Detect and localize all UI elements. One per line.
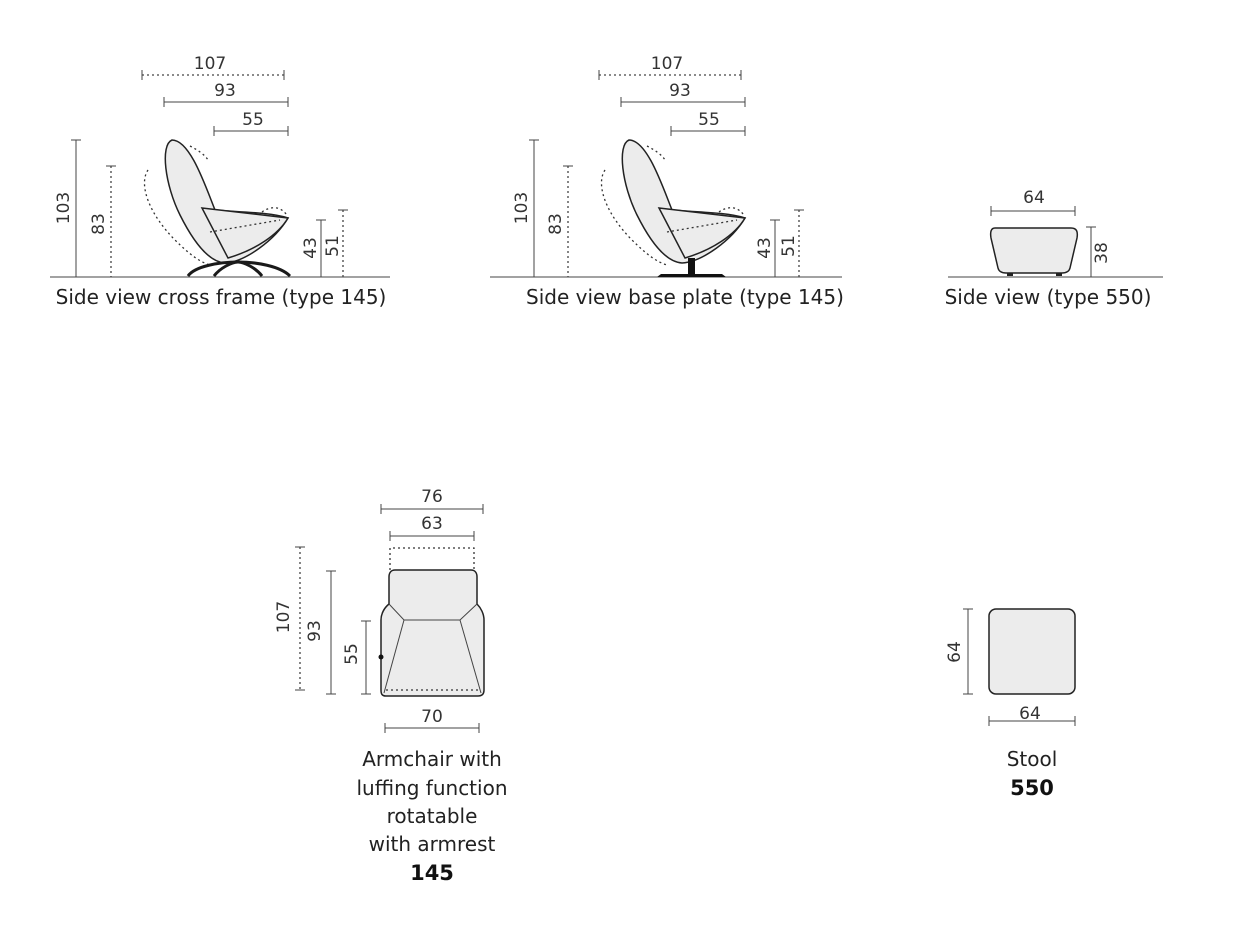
side-view-stool: 64 38 Side view (type 550)	[945, 188, 1163, 309]
armchair-top-view: 76 63 70 107 93 55 Armchair with luffing…	[274, 487, 508, 885]
armchair-outline	[380, 569, 485, 697]
side-view-base-plate: 107 93 55 103 83 43 51 Side view base pl…	[490, 54, 844, 309]
caption-line-4: with armrest	[369, 832, 496, 856]
stool-body	[989, 227, 1079, 274]
dim-label-51: 51	[779, 235, 799, 257]
dim-label-55: 55	[242, 110, 264, 130]
dim-label-107: 107	[651, 54, 683, 74]
dim-label-43: 43	[301, 237, 321, 259]
side-view-cross-frame: 107 93 55 103 83 43 51 Side view cross f…	[50, 54, 390, 309]
dim-label-55: 55	[342, 643, 362, 665]
dim-label-64: 64	[1023, 188, 1045, 208]
caption-line-2: luffing function	[357, 776, 508, 800]
reclined-back-outline	[143, 169, 211, 266]
swivel-column	[688, 258, 695, 276]
dim-label-38: 38	[1092, 242, 1112, 264]
dim-label-76: 76	[421, 487, 443, 507]
dim-label-51: 51	[323, 235, 343, 257]
caption-line-1: Armchair with	[362, 747, 502, 771]
seat-cushion	[657, 207, 747, 259]
caption-line-3: rotatable	[387, 804, 478, 828]
cross-frame-base	[186, 260, 292, 278]
model-number-145: 145	[410, 861, 454, 885]
seat-cushion	[200, 207, 290, 259]
dim-label-70: 70	[421, 707, 443, 727]
dim-label-83: 83	[89, 213, 109, 235]
dim-label-107: 107	[274, 601, 294, 633]
dim-label-83: 83	[546, 213, 566, 235]
dim-label-93: 93	[669, 81, 691, 101]
stool-foot	[1056, 273, 1062, 276]
dim-label-107: 107	[194, 54, 226, 74]
base-plate	[657, 274, 726, 277]
caption-base-plate: Side view base plate (type 145)	[526, 285, 844, 309]
dim-label-43: 43	[755, 237, 775, 259]
recline-lever	[378, 654, 384, 660]
caption-cross-frame: Side view cross frame (type 145)	[56, 285, 387, 309]
dim-label-55: 55	[698, 110, 720, 130]
dim-label-93: 93	[305, 620, 325, 642]
reclined-back-outline	[600, 169, 668, 266]
dim-label-64-vertical: 64	[945, 641, 965, 663]
model-number-550: 550	[1010, 776, 1054, 800]
dim-label-63: 63	[421, 514, 443, 534]
dim-label-103: 103	[54, 192, 74, 224]
stool-top-outline	[988, 608, 1076, 695]
seat-edge	[388, 603, 478, 621]
reclined-outline	[389, 547, 475, 570]
dim-label-64-horizontal: 64	[1019, 704, 1041, 724]
dim-label-93: 93	[214, 81, 236, 101]
caption-stool-side: Side view (type 550)	[945, 285, 1152, 309]
stool-foot	[1007, 273, 1013, 276]
caption-stool: Stool	[1007, 747, 1058, 771]
stool-top-view: 64 64 Stool 550	[945, 608, 1076, 800]
dim-label-103: 103	[512, 192, 532, 224]
